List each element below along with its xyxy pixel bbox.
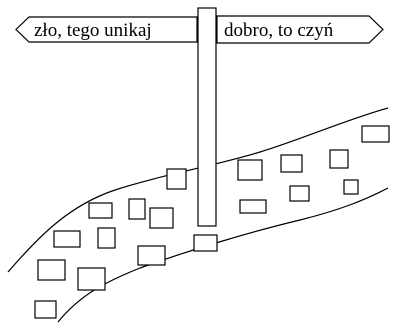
paving-stone [166,168,187,190]
right-sign-label: dobro, to czyń [224,20,334,41]
right-sign-board [216,15,384,44]
paving-stone [53,230,81,248]
paving-stones [34,125,390,319]
road-upper-edge [7,107,389,273]
paving-stone [239,199,267,214]
paving-stone [77,267,106,291]
paving-stone [329,149,349,169]
paving-stone [193,234,218,252]
paving-stone [37,259,66,281]
paving-stone [237,159,263,181]
paving-stone [128,198,146,220]
paving-stone [289,185,310,202]
signpost-pole [197,7,217,227]
paving-stone [34,300,57,319]
paving-stone [343,179,359,195]
paving-stone [88,202,113,219]
left-sign-label: zło, tego unikaj [34,20,152,41]
left-sign-board [15,16,198,43]
paving-stone [149,207,174,229]
paving-stone [137,245,166,266]
paving-stone [361,125,390,143]
paving-stone [280,154,303,173]
paving-stone [97,227,116,249]
